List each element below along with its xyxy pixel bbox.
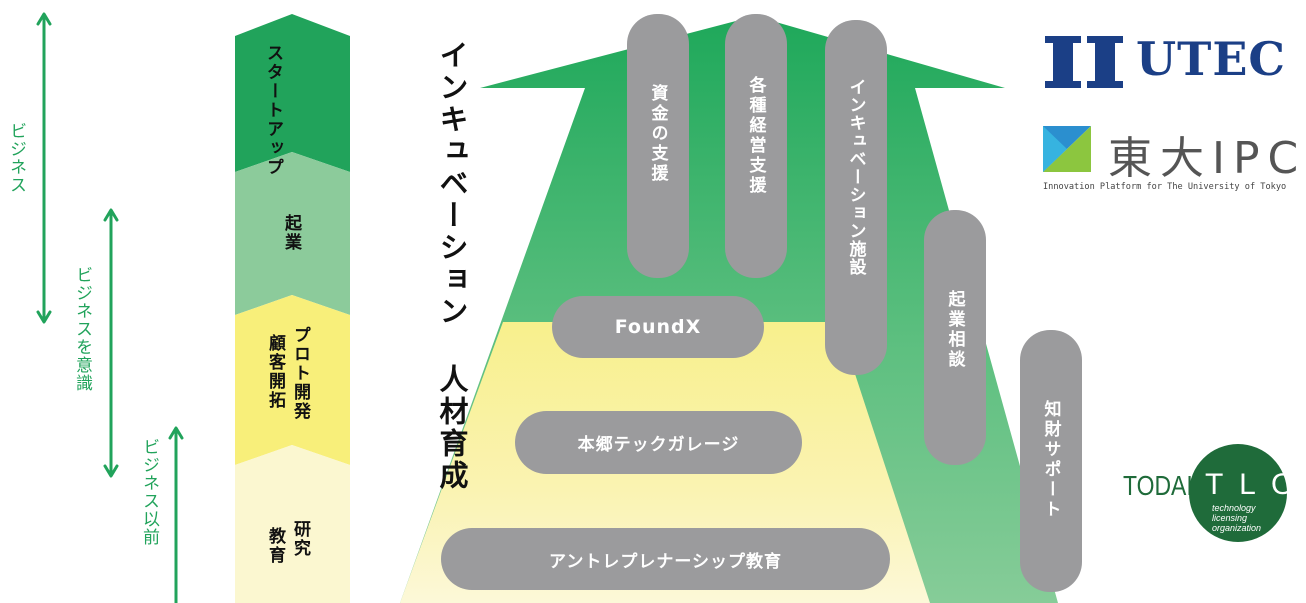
tlo-line1: technology [1212, 503, 1256, 513]
stage-prototype-label: プロト開発 [290, 326, 310, 421]
stage-startup-label: スタートアップ [263, 44, 283, 177]
pill-incubation-facility: インキュベーション施設 [825, 20, 887, 375]
pill-ip-support-label: 知財サポート [1040, 400, 1061, 520]
pill-ip-support: 知財サポート [1020, 330, 1082, 592]
pill-foundx: FoundX [552, 296, 764, 358]
heading-incubation: インキュベーション [435, 40, 469, 328]
stage-founding-shape [235, 152, 350, 315]
label-business-aware: ビジネスを意識 [72, 266, 92, 392]
tlo-circle [1189, 444, 1287, 542]
pill-management-support: 各種経営支援 [725, 14, 787, 278]
utec-logo-text: UTEC [1136, 32, 1287, 86]
stage-startup-shape [235, 14, 350, 172]
ipc-logo-tagline: Innovation Platform for The University o… [1043, 182, 1287, 192]
pill-funding-support-label: 資金の支援 [647, 84, 668, 184]
pill-funding-support: 資金の支援 [627, 14, 689, 278]
stage-education-label: 教育 [265, 527, 285, 565]
ipc-logo-mark [1043, 126, 1091, 172]
stage-founding-label: 起業 [281, 214, 301, 252]
tlo-line2: licensing [1212, 513, 1248, 523]
pre-business-range-arrow [168, 426, 184, 603]
pill-management-support-label: 各種経営支援 [745, 76, 766, 196]
label-pre-business: ビジネス以前 [139, 438, 159, 546]
pill-startup-consultation-label: 起業相談 [944, 290, 965, 370]
pill-hongo-tech-garage: 本郷テックガレージ [515, 411, 802, 474]
business-aware-range-arrow [103, 208, 119, 478]
ipc-logo-text: 東大IPC [1108, 133, 1306, 184]
stage-research-label: 研究 [290, 520, 310, 558]
heading-talent-development: 人材育成 [435, 364, 469, 492]
stage-research-shape [235, 445, 350, 603]
tlo-line3: organization [1212, 523, 1262, 533]
utec-logo-mark [1045, 36, 1123, 88]
pill-incubation-facility-label: インキュベーション施設 [845, 78, 866, 276]
pill-startup-consultation: 起業相談 [924, 210, 986, 465]
tlo-letters-text: T L O [1205, 468, 1299, 501]
tlo-prefix-text: TODAI [1123, 470, 1193, 501]
label-business: ビジネス [6, 122, 26, 194]
stage-customer-label: 顧客開拓 [265, 334, 285, 410]
stage-prototype-shape [235, 295, 350, 465]
pill-entrepreneurship-education: アントレプレナーシップ教育 [441, 528, 890, 590]
business-range-arrow [36, 12, 52, 324]
